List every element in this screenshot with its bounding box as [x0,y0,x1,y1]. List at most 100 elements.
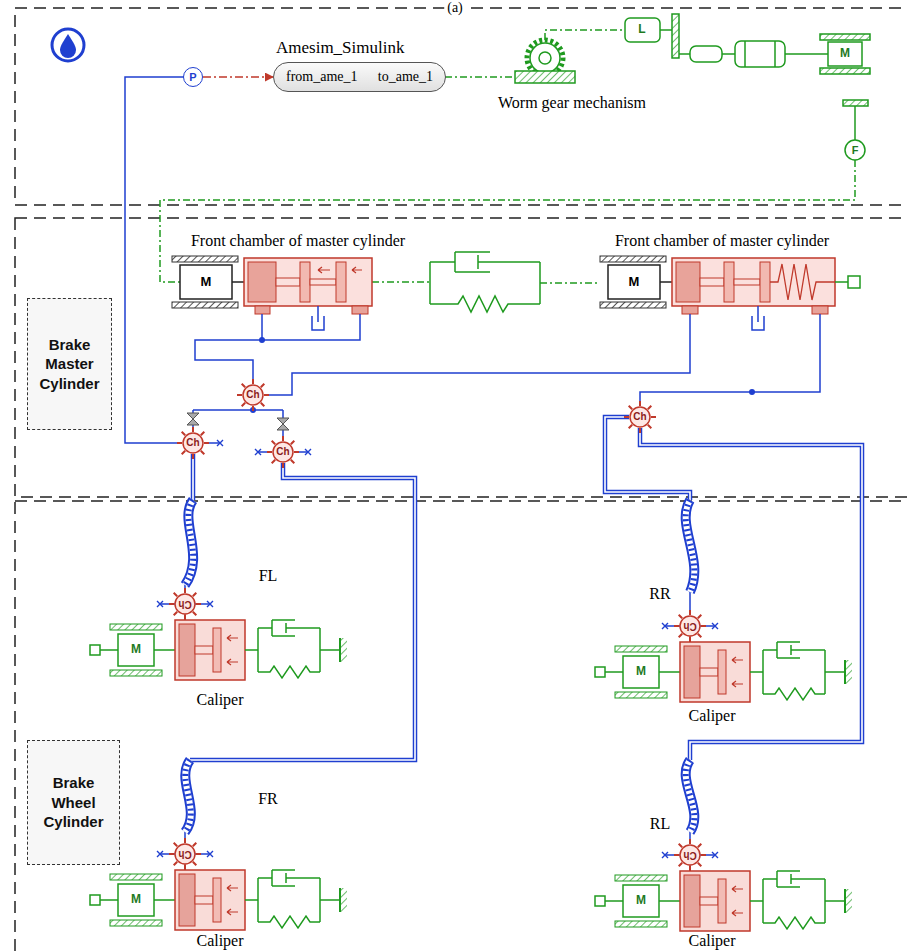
symbol-letter: Ch [276,446,289,458]
hydraulic-chamber [624,401,656,433]
master-cylinder-symbol [760,262,770,302]
hydraulic-line [125,77,184,443]
master-cylinder-symbol [352,306,368,314]
symbol-letter: M [636,665,646,679]
caliper-symbol [90,838,347,930]
wheel-position: FL [259,567,278,585]
force-sensor-symbol [843,100,868,160]
master-cylinder-symbol [752,306,764,330]
component-label: Caliper [196,691,243,709]
master-cylinder-symbol [276,278,300,286]
orifice-symbol [187,413,289,430]
brake-hose [185,500,694,832]
brake-pipe [605,417,690,500]
force-sensor-symbol [845,140,865,160]
master-cylinder-symbol [835,281,848,283]
master-cylinder-symbol [336,262,346,302]
wheel-position: RR [649,585,670,603]
master-cylinder-symbol [608,265,660,299]
node-text: from_ame_1 [286,69,358,85]
junction-dot [749,389,755,395]
worm-gear-symbol [530,43,560,73]
brake-pipe [190,417,862,760]
symbol-letter: Ch [178,598,191,610]
component-label: Caliper [196,932,243,950]
brake-pipe [640,428,862,760]
hydraulic-line [262,314,360,340]
master-cylinder-symbol [172,256,238,262]
signal-connector [203,76,273,78]
mechanical-link [540,282,600,284]
master-cylinder-symbol [172,302,238,308]
port-cap [217,440,223,446]
master-cylinder-symbol [734,279,760,285]
node-text: to_ame_1 [378,69,433,85]
node-text: P [189,71,196,83]
master-cylinder-symbol [232,281,244,283]
spring-damper-coupling [430,252,540,304]
mechanism-label: Worm gear mechanism [498,94,646,112]
node-text: Brake Wheel Cylinder [32,773,115,832]
master-cylinder-symbol [600,256,666,262]
actuator-chain [722,53,735,55]
hydraulic-chamber [177,379,656,468]
symbol-letter: M [840,47,850,61]
mechanical-link [160,30,855,283]
orifice-symbol [187,413,199,425]
port-cap [255,449,261,455]
node-text: Brake Master Cylinder [32,335,107,394]
brake-hose [185,500,694,832]
caliper-symbol [90,588,347,680]
mechanical-link [445,76,515,78]
master-cylinder-symbol [770,264,835,300]
master-cylinder-symbol [318,267,362,273]
region-frame [15,218,907,497]
hydraulic-line [264,314,690,395]
caliper-symbol [90,588,852,931]
hydraulic-chamber [237,379,269,411]
brake-pipe [190,417,862,760]
force-sensor-symbol [843,100,868,106]
hydraulic-line [195,314,262,384]
master-cylinder-symbol [682,306,698,314]
actuator-chain [745,41,828,67]
master-cylinder-symbol [600,302,666,308]
hydraulic-chamber [177,427,209,459]
master-cylinder-symbol [848,276,860,288]
symbol-letter: M [131,893,141,907]
caliper-symbol [595,839,852,931]
junction-dot [250,337,755,413]
actuator-chain [679,53,690,55]
master-cylinder-symbol [312,306,324,330]
region-frame [15,8,907,952]
spring-damper-coupling [430,262,540,312]
hydraulic-library-icon [52,29,84,61]
pressure-sensor: P [183,67,203,87]
symbol-letter: F [852,144,859,157]
block-title: Amesim_Simulink [276,38,404,58]
symbol-letter: Ch [683,620,696,632]
symbol-letter: L [638,23,645,37]
symbol-letter: Ch [178,848,191,860]
component-label: Front chamber of master cylinder [191,232,405,250]
orifice-symbol [277,418,289,430]
symbol-letter: M [636,894,646,908]
master-cylinder-symbol [724,262,734,302]
master-cylinder-symbol [660,281,672,283]
master-cylinder-symbol [812,306,828,314]
symbol-letter: Ch [683,849,696,861]
symbol-letter: M [131,643,141,657]
brake-hose [185,500,694,832]
hydraulic-library-icon [52,29,84,61]
brake-hose [185,500,694,832]
brake-hose [185,500,694,832]
symbol-letter: Ch [186,437,199,449]
actuator-chain [828,42,862,66]
junction-dot [259,337,265,343]
force-sensor-symbol [854,106,856,140]
symbol-letter: M [629,275,640,290]
region-frame [15,501,907,952]
master-cylinder-symbol [244,258,372,306]
actuator-chain [660,29,672,31]
